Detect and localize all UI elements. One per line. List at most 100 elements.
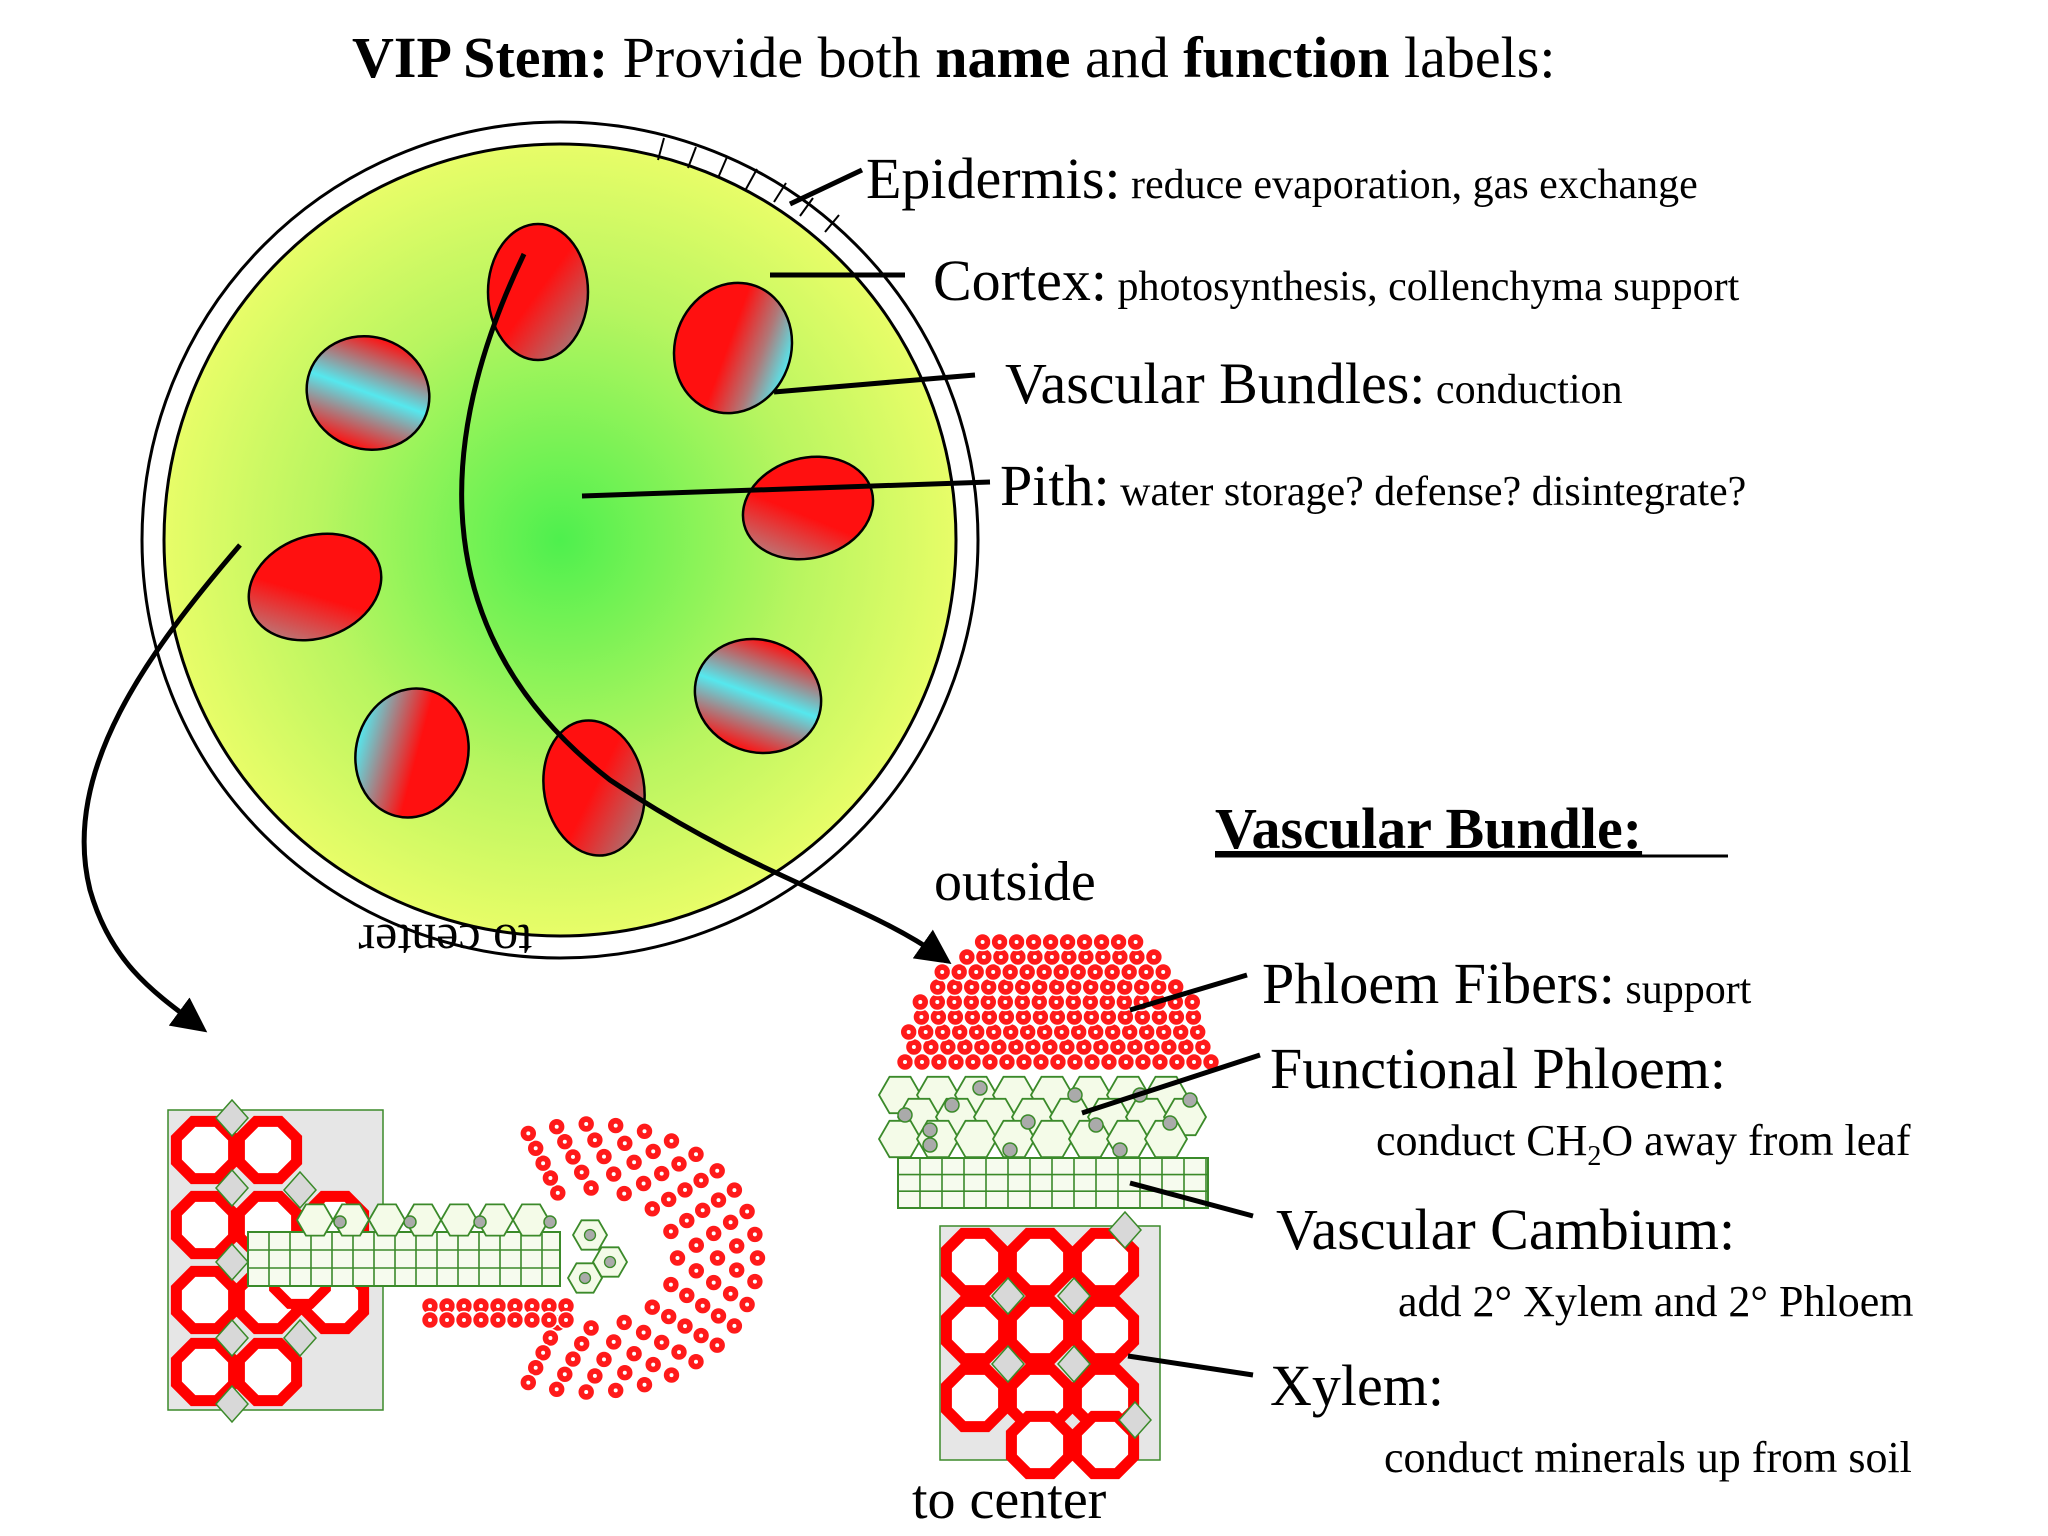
phloem-fibers-horizontal [420, 1114, 767, 1402]
companion-cell [333, 1215, 347, 1229]
phloem-fiber-lumen [1174, 1015, 1179, 1019]
phloem-fiber-lumen [1020, 985, 1025, 989]
vascular-bundle [247, 532, 383, 642]
phloem-fiber-lumen [1008, 970, 1013, 974]
function-text: O away from leaf [1601, 1116, 1910, 1165]
vascular-bundle [486, 222, 590, 362]
phloem-fiber-lumen [1089, 1015, 1094, 1019]
phloem-fiber-lumen [1083, 955, 1088, 959]
phloem-fiber-lumen [1071, 985, 1076, 989]
phloem-fiber-lumen [675, 1256, 680, 1260]
phloem-fiber-lumen [734, 1268, 739, 1273]
phloem-fiber-lumen [677, 1161, 681, 1166]
phloem-fiber-lumen [1139, 985, 1144, 989]
phloem-fiber-lumen [462, 1318, 466, 1322]
phloem-fibers-label: Phloem Fibers: support [1262, 951, 1752, 1016]
phloem-fiber-lumen [997, 940, 1002, 944]
xylem-vessel [170, 1115, 240, 1185]
to-center-label: to center [912, 1469, 1107, 1531]
phloem-fiber-lumen [1032, 955, 1037, 959]
phloem-fiber-lumen [1099, 940, 1104, 944]
phloem-fiber-lumen [969, 985, 974, 989]
phloem-fiber-lumen [998, 955, 1003, 959]
phloem-fiber-lumen [1005, 1060, 1009, 1064]
xylem-vessel [233, 1337, 303, 1407]
phloem-fiber-lumen [526, 1131, 531, 1136]
phloem-fiber-lumen [918, 1000, 923, 1004]
label-function: water storage? defense? disintegrate? [1110, 469, 1747, 515]
companion-cell [403, 1215, 417, 1229]
companion-cell [922, 1137, 938, 1153]
phloem-fiber-lumen [554, 1387, 559, 1392]
companion-cell [1112, 1142, 1128, 1158]
phloem-fiber-lumen [1098, 1045, 1103, 1049]
label-function: support [1615, 967, 1752, 1013]
phloem-fiber-lumen [755, 1256, 760, 1260]
phloem-fiber-lumen [530, 1318, 534, 1322]
epidermis-cells [657, 137, 840, 233]
phloem-fiber-lumen [954, 1060, 958, 1064]
xylem-fiber [282, 1170, 318, 1210]
phloem-fiber-lumen [986, 1000, 991, 1004]
phloem-fiber-lumen [1157, 1015, 1162, 1019]
xylem-fiber [214, 1384, 250, 1424]
phloem-fiber-lumen [962, 1045, 967, 1049]
companion-cell [972, 1080, 988, 1096]
phloem-fiber-lumen [1149, 1045, 1154, 1049]
phloem-fiber-lumen [969, 1000, 974, 1004]
zoom-arrows [81, 252, 952, 1033]
sieve-tube-cell [439, 1203, 479, 1237]
phloem-fiber-lumen [547, 1318, 551, 1322]
phloem-fiber-lumen [1178, 1030, 1183, 1034]
phloem-fiber-lumen [1192, 1060, 1196, 1064]
phloem-fiber-lumen [526, 1380, 531, 1385]
phloem-fiber-lumen [666, 1197, 671, 1202]
companion-cell [897, 1107, 913, 1123]
phloem-fiber-lumen [919, 1015, 924, 1019]
phloem-fiber-lumen [428, 1304, 432, 1308]
phloem-fiber-lumen [602, 1154, 606, 1159]
phloem-fiber-lumen [957, 1030, 962, 1034]
phloem-fiber-lumen [923, 1030, 928, 1034]
vascular-bundle [741, 455, 875, 561]
phloem-fiber-lumen [745, 1302, 750, 1307]
cambium-layer [897, 1157, 1209, 1209]
phloem-fiber-lumen [700, 1208, 705, 1213]
phloem-fiber-lumen [548, 1176, 553, 1180]
phloem-fiber-lumen [579, 1170, 584, 1175]
phloem-fiber-lumen [659, 1340, 664, 1345]
phloem-fiber-lumen [1076, 1030, 1081, 1034]
phloem-fiber-lumen [937, 1060, 941, 1064]
phloem-fiber-lumen [971, 1060, 975, 1064]
phloem-fiber-lumen [1025, 970, 1030, 974]
phloem-fiber-lumen [1042, 1030, 1047, 1034]
phloem-fiber-lumen [952, 985, 957, 989]
xylem-vessel [940, 1227, 1010, 1297]
phloem-fiber-lumen [752, 1279, 757, 1284]
phloem-fiber-lumen [715, 1343, 720, 1348]
companion-cell [944, 1097, 960, 1113]
phloem-fiber-lumen [562, 1139, 567, 1144]
companion-cell [1067, 1087, 1083, 1103]
phloem-fiber-lumen [651, 1149, 656, 1154]
phloem-fiber-lumen [1042, 970, 1047, 974]
title-part: Provide both [608, 25, 935, 90]
phloem-fiber-lumen [611, 1172, 616, 1177]
phloem-fiber-lumen [1190, 1000, 1195, 1004]
vascular-bundle [305, 335, 431, 451]
phloem-fiber-lumen [622, 1141, 627, 1146]
phloem-fiber-lumen [1072, 1015, 1077, 1019]
phloem-fiber-lumen [589, 1186, 594, 1190]
phloem-fiber-lumen [683, 1324, 687, 1329]
phloem-fiber-lumen [1123, 1015, 1128, 1019]
phloem-fiber-lumen [533, 1365, 538, 1370]
phloem-fiber-lumen [622, 1370, 627, 1375]
phloem-fiber-lumen [1008, 1030, 1013, 1034]
phloem-fiber-lumen [1209, 1060, 1213, 1064]
phloem-fiber-lumen [1020, 1000, 1025, 1004]
xylem-fiber [990, 1276, 1026, 1316]
phloem-fiber-lumen [1093, 970, 1098, 974]
epidermis-label: Epidermis: reduce evaporation, gas excha… [866, 146, 1698, 211]
xylem-vessel [233, 1115, 303, 1185]
